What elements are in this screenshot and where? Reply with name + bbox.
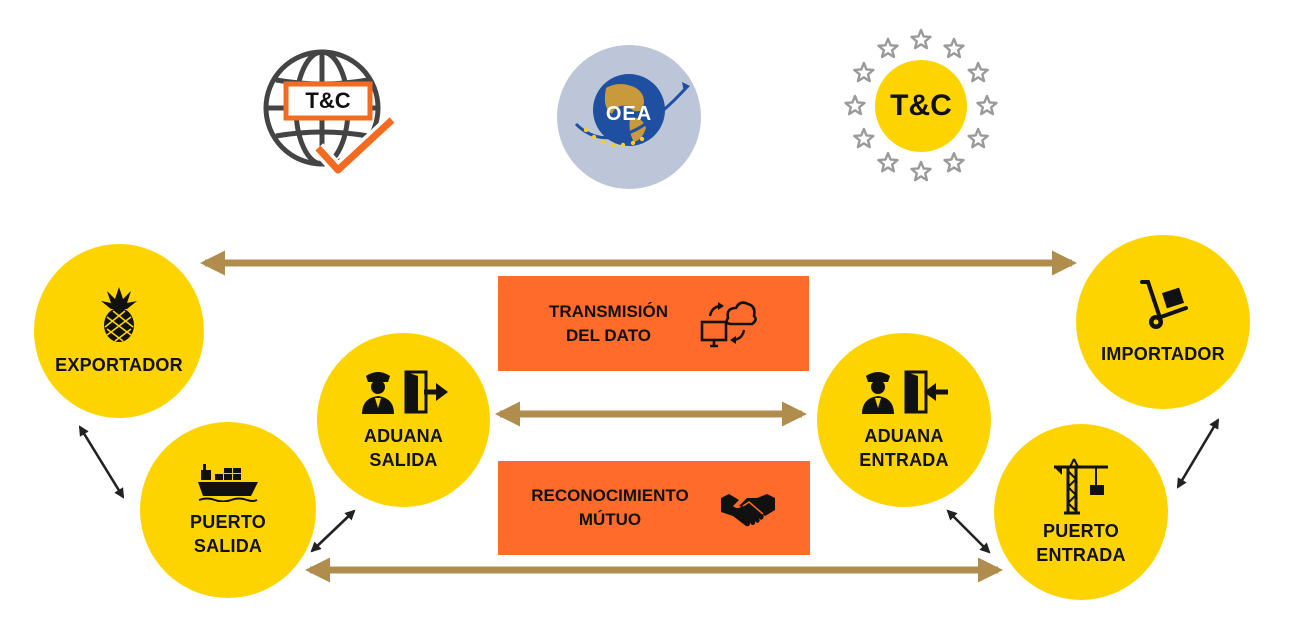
customs-officer-exit-icon — [361, 370, 448, 414]
box-transmision-label: TRANSMISIÓN DEL DATO — [549, 301, 668, 345]
tc-globe-logo-text: T&C — [305, 88, 351, 113]
node-puerto-entrada: PUERTO ENTRADA — [994, 424, 1168, 600]
globe-icon — [557, 45, 701, 189]
hand-truck-icon — [1140, 280, 1188, 329]
node-aduana-entrada-label: ADUANA ENTRADA — [859, 426, 949, 470]
cargo-ship-icon — [198, 464, 258, 502]
node-puerto-entrada-label: PUERTO ENTRADA — [1036, 521, 1126, 565]
arrow-exportador-puerto-salida — [78, 425, 125, 499]
node-puerto-salida-label: PUERTO SALIDA — [190, 512, 266, 556]
star-icon — [967, 127, 989, 149]
customs-officer-entry-icon — [862, 370, 948, 414]
harbor-crane-icon — [1054, 458, 1108, 515]
node-exportador-label: EXPORTADOR — [55, 355, 183, 375]
handshake-icon — [720, 494, 775, 527]
star-icon — [853, 127, 875, 149]
globe-checkmark-icon — [263, 49, 397, 177]
star-icon — [943, 151, 965, 173]
box-transmision-del-dato: TRANSMISIÓN DEL DATO — [498, 276, 809, 371]
star-icon — [853, 61, 875, 83]
star-icon — [844, 94, 866, 116]
arrow-importador-puerto-entrada — [1176, 418, 1220, 489]
star-icon — [976, 94, 998, 116]
pineapple-icon — [101, 287, 137, 342]
tc-globe-logo: T&C — [260, 36, 410, 186]
arrow-puerto-salida-aduana-salida — [310, 509, 356, 553]
node-importador: IMPORTADOR — [1076, 235, 1250, 409]
star-icon — [877, 151, 899, 173]
node-aduana-entrada: ADUANA ENTRADA — [817, 333, 991, 507]
node-puerto-salida: PUERTO SALIDA — [140, 422, 316, 598]
node-exportador: EXPORTADOR — [34, 244, 204, 418]
node-importador-label: IMPORTADOR — [1101, 344, 1225, 364]
tc-stars-logo-text: T&C — [890, 89, 952, 122]
box-reconocimiento-mutuo: RECONOCIMIENTO MÚTUO — [498, 461, 810, 555]
node-aduana-salida-label: ADUANA SALIDA — [363, 426, 444, 470]
box-reconocimiento-label: RECONOCIMIENTO MÚTUO — [531, 486, 689, 529]
oea-logo-text: OEA — [605, 103, 653, 125]
star-icon — [910, 160, 932, 182]
oea-logo: OEA — [556, 44, 702, 190]
arrow-aduana-entrada-puerto-entrada — [946, 509, 991, 554]
star-icon — [943, 37, 965, 59]
star-icon — [967, 61, 989, 83]
star-icon — [910, 28, 932, 50]
cloud-computer-sync-icon — [700, 300, 757, 347]
node-aduana-salida: ADUANA SALIDA — [317, 333, 490, 507]
star-ring-icon — [844, 28, 998, 182]
star-icon — [877, 37, 899, 59]
tc-stars-logo: T&C — [840, 28, 1002, 190]
